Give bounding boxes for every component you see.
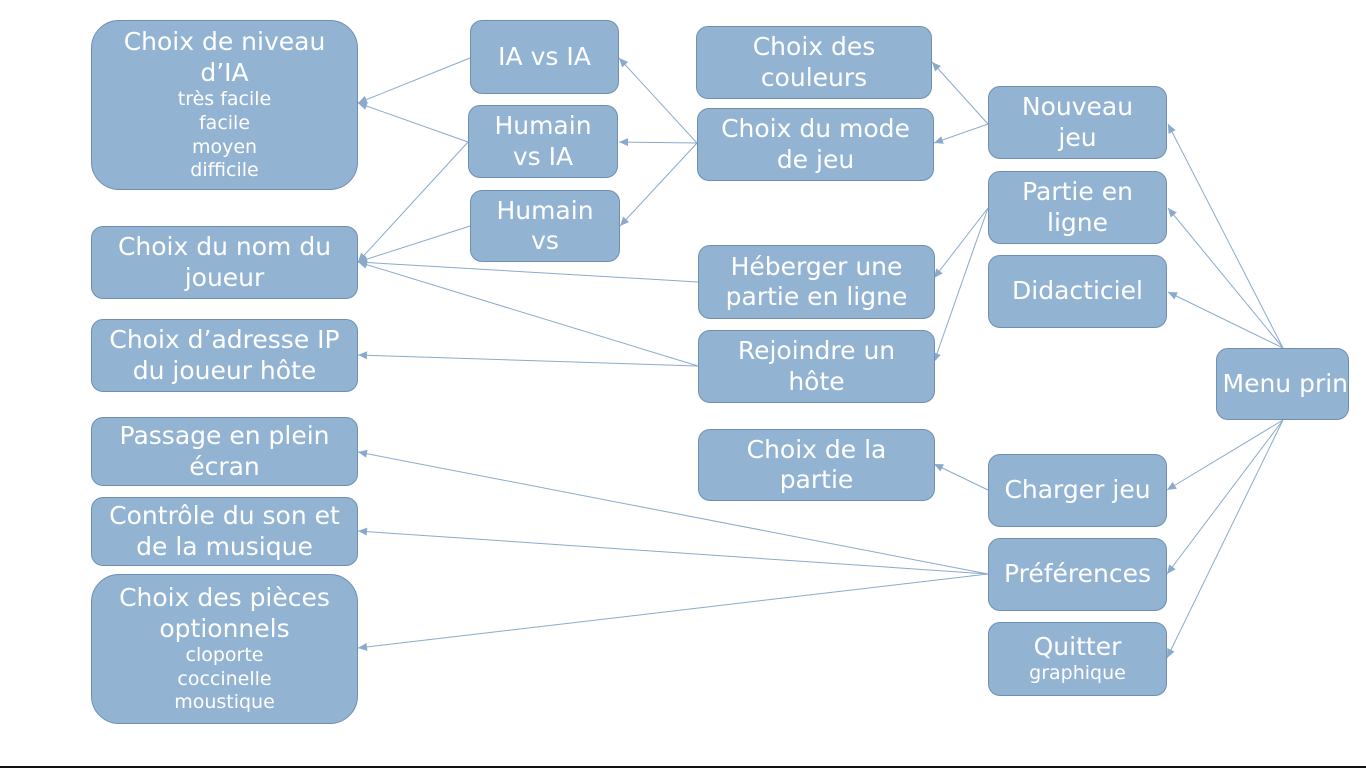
node-sub-item: difficile: [190, 159, 259, 182]
connector-line: [618, 57, 698, 144]
connector-line: [357, 261, 699, 367]
connector-line: [933, 207, 989, 363]
connector-line: [618, 141, 698, 144]
connector-line: [357, 225, 471, 263]
node-title: Partie en ligne: [1022, 177, 1133, 237]
node-choix-nom-joueur: Choix du nom du joueur: [91, 226, 358, 299]
node-choix-niveau-ia: Choix de niveau d’IA très facile facile …: [91, 20, 358, 190]
connector-line: [619, 142, 698, 227]
connector-line: [931, 61, 989, 125]
node-title: Didacticiel: [1012, 276, 1143, 306]
arrowhead: [358, 527, 368, 536]
node-heberger: Héberger une partie en ligne: [698, 245, 935, 319]
node-title: Préférences: [1003, 559, 1152, 589]
node-rejoindre: Rejoindre un hôte: [698, 330, 935, 403]
node-title: Choix du mode de jeu: [721, 114, 910, 174]
node-humain-vs-ia: Humain vs IA: [468, 105, 618, 178]
node-sub-item: moyen: [191, 135, 258, 158]
arrowhead: [358, 642, 368, 651]
node-title: Choix des couleurs: [752, 32, 876, 92]
arrowhead: [358, 95, 368, 104]
arrowhead: [1167, 648, 1175, 658]
node-title: Nouveau jeu: [1021, 92, 1134, 152]
connector-line: [357, 451, 989, 575]
arrowhead: [934, 268, 943, 278]
node-sub-item: très facile: [177, 88, 272, 111]
node-title: Choix des pièces optionnels: [119, 583, 330, 643]
node-sub-item: graphique: [1029, 662, 1126, 685]
node-title: Choix de niveau d’IA: [123, 27, 326, 87]
node-controle-son: Contrôle du son et de la musique: [91, 497, 358, 566]
node-title: IA vs IA: [498, 41, 591, 71]
arrowhead: [358, 449, 368, 458]
node-choix-mode: Choix du mode de jeu: [697, 108, 934, 181]
node-sub-item: cloporte: [185, 644, 264, 667]
node-choix-pieces: Choix des pièces optionnels cloporte coc…: [91, 574, 358, 724]
connector-line: [933, 463, 989, 491]
node-charger-jeu: Charger jeu: [988, 454, 1167, 527]
node-choix-ip: Choix d’adresse IP du joueur hôte: [91, 319, 358, 392]
node-choix-partie: Choix de la partie: [698, 429, 935, 501]
node-plein-ecran: Passage en plein écran: [91, 417, 358, 486]
node-didacticiel: Didacticiel: [988, 255, 1167, 328]
arrowhead: [358, 102, 368, 110]
node-sub-item: moustique: [174, 691, 275, 714]
node-menu-principal: Menu principa: [1216, 348, 1349, 420]
arrowhead: [934, 464, 944, 472]
node-choix-couleurs: Choix des couleurs: [696, 26, 932, 99]
connector-line: [357, 354, 699, 367]
node-quitter: Quitter graphique: [988, 622, 1167, 696]
connector-line: [1166, 419, 1284, 491]
connector-line: [1167, 207, 1284, 349]
connector-line: [933, 207, 989, 279]
connector-line: [933, 123, 989, 144]
node-title: Choix d’adresse IP du joueur hôte: [109, 325, 340, 385]
node-title: Héberger une partie en ligne: [725, 251, 908, 312]
connector-line: [357, 102, 469, 143]
node-title: Charger jeu: [1004, 475, 1151, 505]
arrowhead: [1167, 564, 1176, 574]
arrowhead: [619, 138, 629, 147]
arrowhead: [358, 252, 368, 262]
arrowhead: [934, 136, 944, 144]
connector-line: [1166, 419, 1284, 575]
node-sub-item: coccinelle: [177, 667, 272, 690]
node-nouveau-jeu: Nouveau jeu: [988, 86, 1167, 159]
node-title: Choix de la partie: [746, 434, 887, 495]
node-title: Menu principa: [1222, 368, 1349, 398]
node-partie-en-ligne: Partie en ligne: [988, 171, 1167, 244]
arrowhead: [1167, 481, 1177, 490]
connector-line: [1166, 419, 1284, 659]
arrowhead: [932, 62, 942, 72]
connector-line: [357, 261, 699, 283]
node-ia-vs-ia: IA vs IA: [470, 20, 619, 94]
connector-line: [357, 57, 471, 104]
node-title: Passage en plein écran: [119, 421, 330, 481]
node-title: Quitter: [1033, 631, 1122, 661]
connector-line: [357, 141, 469, 263]
node-title: Humain vs: [496, 195, 594, 256]
arrowhead: [619, 58, 629, 68]
node-title: Choix du nom du joueur: [117, 232, 332, 292]
arrowhead: [358, 351, 368, 360]
node-title: Rejoindre un hôte: [737, 336, 896, 396]
arrowhead: [933, 352, 941, 362]
arrowhead: [1168, 292, 1178, 300]
node-title: Humain vs IA: [494, 111, 592, 171]
arrowhead: [1168, 124, 1176, 134]
connector-line: [357, 530, 989, 575]
connector-line: [357, 573, 989, 649]
node-preferences: Préférences: [988, 538, 1167, 611]
node-sub-item: facile: [198, 111, 251, 134]
arrowhead: [1168, 208, 1177, 218]
arrowhead: [620, 216, 630, 226]
node-title: Contrôle du son et de la musique: [109, 501, 340, 561]
connector-line: [1167, 291, 1284, 349]
connector-line: [1167, 123, 1284, 349]
page-border-bottom: [0, 766, 1366, 768]
node-humain-vs: Humain vs: [470, 190, 620, 262]
